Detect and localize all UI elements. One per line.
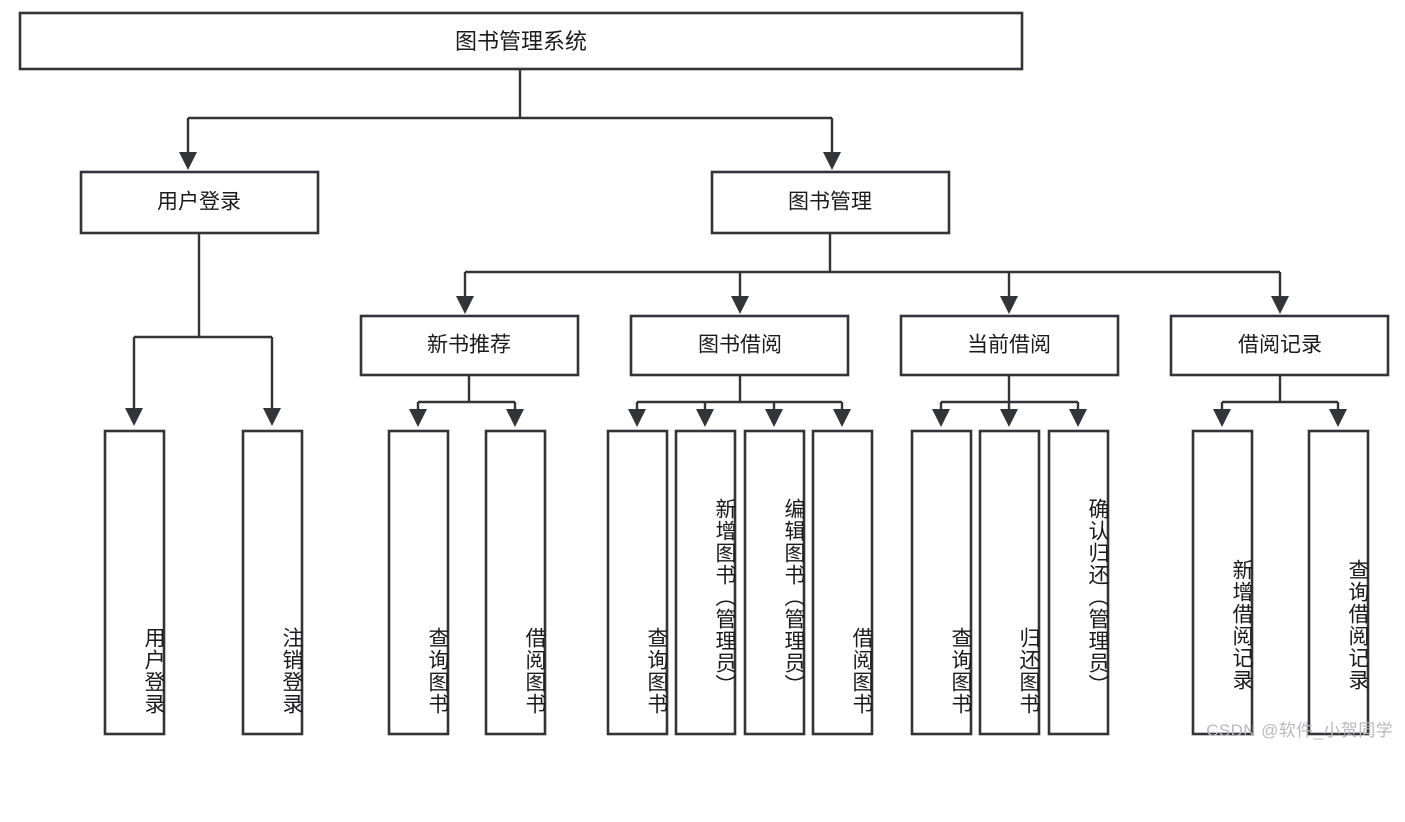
leaf-box-current-borrow-3[interactable] xyxy=(1047,429,1110,736)
leaf-box-user-login-1[interactable] xyxy=(103,429,166,736)
arrowhead-book-mgmt xyxy=(823,152,841,170)
node-new-book-recommend[interactable]: 新书推荐 xyxy=(359,314,580,377)
arrowhead-cb-leaf-1 xyxy=(932,409,950,427)
arrowhead-br-leaf-2 xyxy=(1329,409,1347,427)
leaf-box-book-borrow-3[interactable] xyxy=(743,429,806,736)
edge-group-book-mgmt xyxy=(456,233,1289,314)
csdn-watermark: CSDN @软件_小贺同学 xyxy=(1206,721,1393,740)
arrowhead-current-borrow xyxy=(1000,296,1018,314)
arrowhead-cb-leaf-3 xyxy=(1069,409,1087,427)
node-book-borrow[interactable]: 图书借阅 xyxy=(629,314,850,377)
node-borrow-record-label: 借阅记录 xyxy=(1238,334,1322,357)
leaf-box-book-borrow-1[interactable] xyxy=(606,429,669,736)
node-user-login-box[interactable] xyxy=(79,170,320,235)
arrowhead-leaf-user-login xyxy=(125,408,143,426)
node-book-borrow-box[interactable] xyxy=(629,314,850,377)
leaf-box-borrow-record-1[interactable] xyxy=(1191,429,1254,736)
node-book-management-label: 图书管理 xyxy=(788,191,872,214)
edge-group-book-borrow xyxy=(628,375,851,427)
arrowhead-nb-leaf-2 xyxy=(506,409,524,427)
node-current-borrow-box[interactable] xyxy=(899,314,1120,377)
edge-group-user-login xyxy=(125,233,281,426)
arrowhead-user-login xyxy=(179,152,197,170)
arrowhead-bb-leaf-3 xyxy=(765,409,783,427)
arrowhead-nb-leaf-1 xyxy=(409,409,427,427)
arrowhead-br-leaf-1 xyxy=(1213,409,1231,427)
node-book-borrow-label: 图书借阅 xyxy=(698,334,782,357)
leaf-box-book-borrow-2[interactable] xyxy=(674,429,737,736)
arrowhead-bb-leaf-1 xyxy=(628,409,646,427)
edge-group-new-book xyxy=(409,375,524,427)
hierarchy-diagram: 图书管理系统 用户登录 图书管理 新书推荐 图书借阅 当前借阅 借阅记录 xyxy=(18,11,1390,736)
arrowhead-cb-leaf-2 xyxy=(1000,409,1018,427)
node-borrow-record-box[interactable] xyxy=(1169,314,1390,377)
flowchart-canvas: 图书管理系统 用户登录 图书管理 新书推荐 图书借阅 当前借阅 借阅记录 xyxy=(18,11,1393,740)
node-book-management-box[interactable] xyxy=(710,170,951,235)
arrowhead-bb-leaf-4 xyxy=(833,409,851,427)
arrowhead-bb-leaf-2 xyxy=(696,409,714,427)
edge-group-borrow-record xyxy=(1213,375,1347,427)
leaf-box-new-book-2[interactable] xyxy=(484,429,547,736)
leaf-box-book-borrow-4[interactable] xyxy=(811,429,874,736)
node-new-book-recommend-label: 新书推荐 xyxy=(427,334,511,357)
leaf-box-borrow-record-2[interactable] xyxy=(1307,429,1370,736)
node-user-login-label: 用户登录 xyxy=(157,191,241,214)
node-book-management[interactable]: 图书管理 xyxy=(710,170,951,235)
arrowhead-borrow-record xyxy=(1271,296,1289,314)
leaf-box-new-book-1[interactable] xyxy=(387,429,450,736)
node-borrow-record[interactable]: 借阅记录 xyxy=(1169,314,1390,377)
edge-group-current-borrow xyxy=(932,375,1087,427)
leaf-box-user-login-2[interactable] xyxy=(241,429,304,736)
arrowhead-new-book xyxy=(456,296,474,314)
node-current-borrow[interactable]: 当前借阅 xyxy=(899,314,1120,377)
arrowhead-book-borrow xyxy=(731,296,749,314)
node-root-box[interactable] xyxy=(18,11,1024,71)
node-root[interactable]: 图书管理系统 xyxy=(18,11,1024,71)
edge-group-root xyxy=(179,70,841,170)
node-new-book-recommend-box[interactable] xyxy=(359,314,580,377)
arrowhead-leaf-logout xyxy=(263,408,281,426)
node-current-borrow-label: 当前借阅 xyxy=(967,334,1051,357)
leaf-box-current-borrow-1[interactable] xyxy=(910,429,973,736)
leaf-box-current-borrow-2[interactable] xyxy=(978,429,1041,736)
node-user-login[interactable]: 用户登录 xyxy=(79,170,320,235)
node-root-label: 图书管理系统 xyxy=(455,29,587,54)
